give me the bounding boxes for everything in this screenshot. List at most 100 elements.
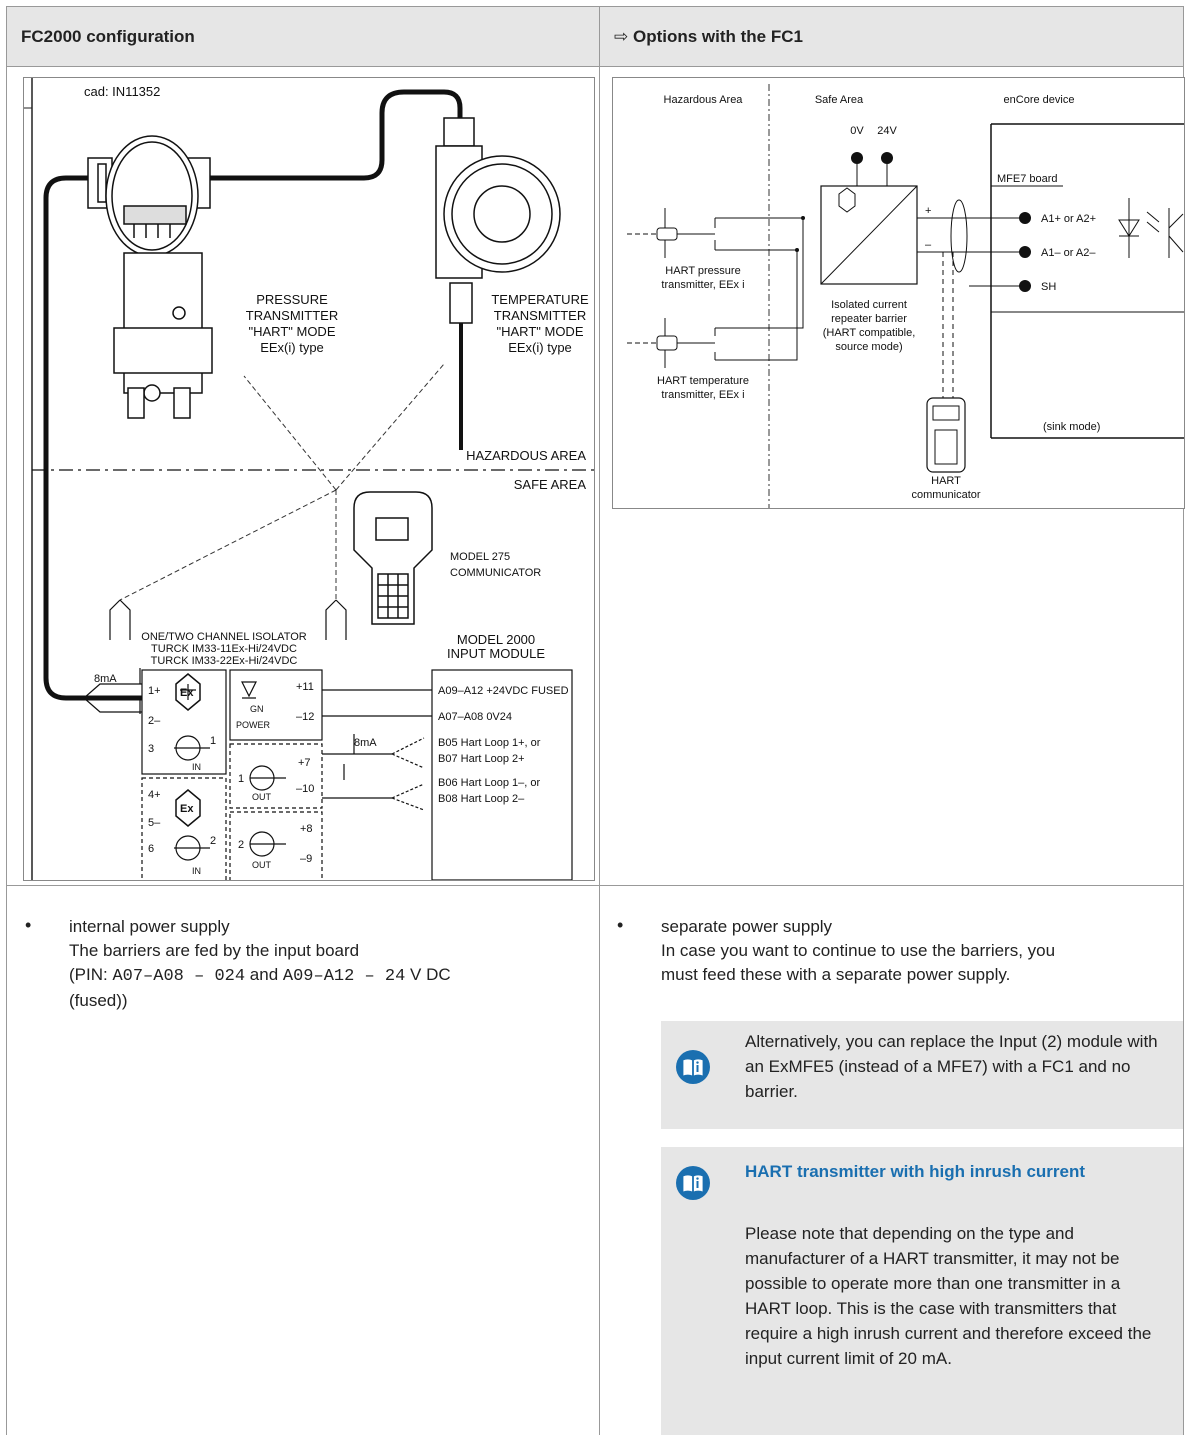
input-module-label-1: MODEL 2000 <box>457 632 535 647</box>
pin-a09-a12: A09–A12 – 24 <box>282 967 406 986</box>
hazardous-area-label-right: Hazardous Area <box>664 94 744 106</box>
isolator-label-2: TURCK IM33-11Ex-Hi/24VDC <box>151 643 297 655</box>
voltage-0v: 0V <box>850 125 864 137</box>
note-alternative: Alternatively, you can replace the Input… <box>661 1021 1183 1129</box>
hart-communicator-2: communicator <box>911 489 980 501</box>
note-alternative-text: Alternatively, you can replace the Input… <box>745 1032 1158 1101</box>
terminal-a1-plus: A1+ or A2+ <box>1041 213 1096 225</box>
fc1-wiring-diagram: Hazardous Area Safe Area enCore device 0… <box>612 77 1185 509</box>
note-inrush-body: Please note that depending on the type a… <box>745 1224 1152 1368</box>
iso-term-6: 6 <box>148 843 154 855</box>
column-divider <box>599 7 600 1435</box>
barrier-minus: – <box>925 239 932 251</box>
temperature-label-4: EEx(i) type <box>508 340 572 355</box>
note-inrush-heading: HART transmitter with high inrush curren… <box>745 1162 1086 1181</box>
module-line-6: B08 Hart Loop 2– <box>438 793 525 805</box>
channel-2-in: 2 <box>210 835 216 847</box>
isolator-label-1: ONE/TWO CHANNEL ISOLATOR <box>141 631 306 643</box>
left-description: internal power supply The barriers are f… <box>69 915 589 1013</box>
out-label-2: OUT <box>252 860 272 870</box>
channel-1-in: 1 <box>210 735 216 747</box>
bullet-right: • <box>617 915 624 935</box>
communicator-label-1: MODEL 275 <box>450 551 510 563</box>
header-left: FC2000 configuration <box>7 7 599 67</box>
note-inrush-current: HART transmitter with high inrush curren… <box>661 1147 1183 1435</box>
pressure-label-1: PRESSURE <box>256 292 328 307</box>
temperature-transmitter-2: transmitter, EEx i <box>661 389 744 401</box>
pressure-transmitter-drawing <box>87 135 213 419</box>
out-term-2: –12 <box>296 711 314 723</box>
barrier-plus: + <box>925 205 931 217</box>
svg-text:Ex: Ex <box>180 687 194 699</box>
in-label-1: IN <box>192 762 201 772</box>
arrow-icon: ⇨ <box>614 27 629 46</box>
in-label-2: IN <box>192 866 201 876</box>
out-term-3: +7 <box>298 757 311 769</box>
ex-icon <box>175 673 201 827</box>
module-line-1: A09–A12 +24VDC FUSED <box>438 685 569 697</box>
iso-term-4: 4+ <box>148 789 161 801</box>
hart-communicator-1: HART <box>931 475 961 487</box>
current-8ma-left: 8mA <box>94 673 117 685</box>
barrier-label-4: source mode) <box>835 341 902 353</box>
temperature-label-2: TRANSMITTER <box>494 308 586 323</box>
right-line-2: In case you want to continue to use the … <box>661 941 1056 960</box>
input-module-label-2: INPUT MODULE <box>447 646 545 661</box>
mfe7-board-label: MFE7 board <box>997 173 1058 185</box>
module-line-4: B07 Hart Loop 2+ <box>438 753 525 765</box>
communicator-label-2: COMMUNICATOR <box>450 567 541 579</box>
safe-area-label-right: Safe Area <box>815 94 864 106</box>
module-line-5: B06 Hart Loop 1–, or <box>438 777 540 789</box>
bullet-left: • <box>25 915 32 935</box>
left-line-1: internal power supply <box>69 917 230 936</box>
iso-term-5: 5– <box>148 817 161 829</box>
header-right: ⇨ Options with the FC1 <box>600 7 1183 67</box>
pin-a07-a08: A07–A08 – 024 <box>112 967 246 986</box>
iso-term-1: 1+ <box>148 685 161 697</box>
voltage-24v: 24V <box>877 125 897 137</box>
header-left-title: FC2000 configuration <box>21 27 195 46</box>
pressure-label-2: TRANSMITTER <box>246 308 338 323</box>
out-label-1: OUT <box>252 792 272 802</box>
module-line-2: A07–A08 0V24 <box>438 711 512 723</box>
header-right-title: Options with the FC1 <box>632 27 803 46</box>
isolator-label-3: TURCK IM33-22Ex-Hi/24VDC <box>151 655 298 667</box>
temperature-label-3: "HART" MODE <box>497 324 584 339</box>
pressure-transmitter-1: HART pressure <box>665 265 740 277</box>
right-description: separate power supply In case you want t… <box>661 915 1171 987</box>
channel-2-out: 2 <box>238 839 244 851</box>
left-line-2: The barriers are fed by the input board <box>69 941 360 960</box>
module-line-3: B05 Hart Loop 1+, or <box>438 737 541 749</box>
config-table: FC2000 configuration ⇨ Options with the … <box>6 6 1185 1435</box>
right-line-3: must feed these with a separate power su… <box>661 965 1011 984</box>
svg-text:Ex: Ex <box>180 803 194 815</box>
safe-area-label: SAFE AREA <box>514 477 587 492</box>
barrier-label-1: Isolated current <box>831 299 907 311</box>
pressure-label-3: "HART" MODE <box>249 324 336 339</box>
model-275-communicator-drawing <box>353 491 433 625</box>
terminal-sh: SH <box>1041 281 1056 293</box>
out-term-5: +8 <box>300 823 313 835</box>
barrier-label-2: repeater barrier <box>831 313 907 325</box>
iso-term-3: 3 <box>148 743 154 755</box>
row-divider <box>7 885 1183 886</box>
power-label: POWER <box>236 720 271 730</box>
pressure-transmitter-2: transmitter, EEx i <box>661 279 744 291</box>
manual-icon <box>676 1166 710 1200</box>
manual-icon <box>676 1050 710 1084</box>
gn-label: GN <box>250 704 264 714</box>
terminal-a1-minus: A1– or A2– <box>1041 247 1096 259</box>
left-line-3: (PIN: A07–A08 – 024 and A09–A12 – 24 V D… <box>69 965 451 986</box>
iso-term-2: 2– <box>148 715 161 727</box>
out-term-1: +11 <box>296 681 314 693</box>
left-line-4: (fused)) <box>69 991 128 1010</box>
pressure-label-4: EEx(i) type <box>260 340 324 355</box>
barrier-label-3: (HART compatible, <box>823 327 916 339</box>
temperature-transmitter-1: HART temperature <box>657 375 749 387</box>
out-term-4: –10 <box>296 783 314 795</box>
channel-1-out: 1 <box>238 773 244 785</box>
encore-device-label: enCore device <box>1004 94 1075 106</box>
cad-ref: cad: IN11352 <box>84 84 160 99</box>
sink-mode-label: (sink mode) <box>1043 421 1100 433</box>
right-line-1: separate power supply <box>661 917 833 936</box>
